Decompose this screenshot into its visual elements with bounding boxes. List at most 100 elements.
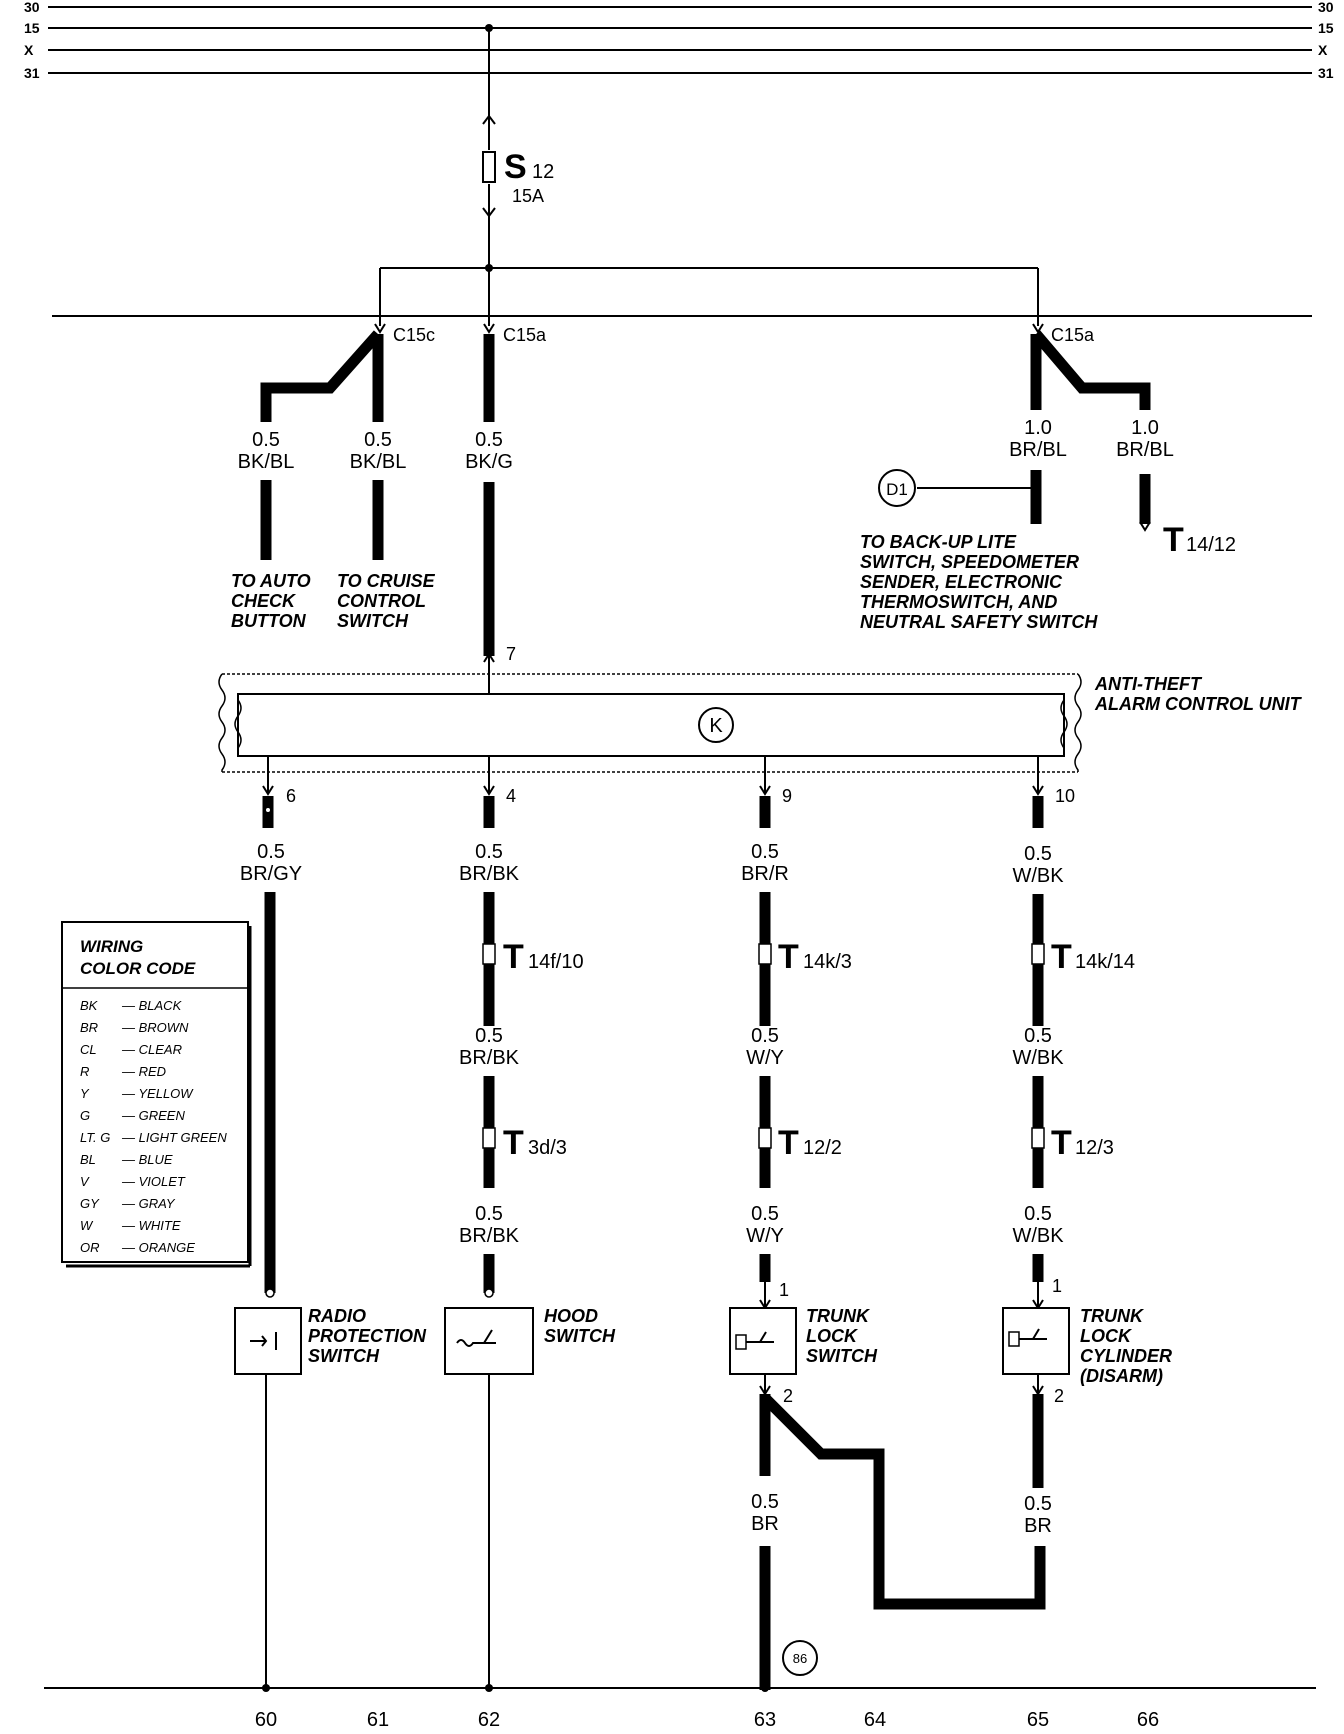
col65-c2-sub: 12/3: [1075, 1137, 1114, 1159]
legend-color-name: — BROWN: [121, 1020, 189, 1035]
trunk-cyl-label-line3: CYLINDER: [1080, 1346, 1172, 1366]
cu-pin-7: 7: [506, 644, 516, 664]
fuse-rating: 15A: [512, 186, 544, 206]
connector-c15a-right: C15a: [1051, 325, 1095, 345]
col60-color: BR/GY: [240, 863, 302, 885]
splice-distribution: C15c C15a C15a: [52, 264, 1312, 345]
dest-auto-line2: CHECK: [231, 591, 297, 611]
wire-label-auto-color: BK/BL: [238, 451, 295, 473]
legend-color-name: — VIOLET: [121, 1174, 186, 1189]
control-unit: 7 K ANTI-THEFT ALARM CONTROL UNIT 6 4 9 …: [218, 644, 1303, 806]
legend-code: Y: [80, 1086, 90, 1101]
legend-code: GY: [80, 1196, 100, 1211]
dest-backup-line4: THERMOSWITCH, AND: [860, 592, 1057, 612]
trunk-switch-label-line1: TRUNK: [806, 1306, 871, 1326]
top-wires: 0.5 BK/BL 0.5 BK/BL 0.5 BK/G 1.0 BR/BL 1…: [238, 330, 1236, 656]
grid-number: 61: [367, 1709, 389, 1731]
radio-protection-switch-icon: [234, 1307, 302, 1375]
grid-number: 65: [1027, 1709, 1049, 1731]
wire-label-t14-color: BR/BL: [1116, 439, 1174, 461]
cu-pin-6: 6: [286, 786, 296, 806]
col63-connector2-icon: [758, 1127, 772, 1149]
fuse-letter: S: [504, 148, 527, 186]
col65-w2-gauge: 0.5: [1024, 1025, 1052, 1047]
trunk-cyl-label-line1: TRUNK: [1080, 1306, 1145, 1326]
col62-c1-sub: 14f/10: [528, 951, 584, 973]
col63-w4-gauge: 0.5: [751, 1491, 779, 1513]
wire-label-backup-gauge: 1.0: [1024, 417, 1052, 439]
legend-code: BL: [80, 1152, 96, 1167]
col60-gauge: 0.5: [257, 841, 285, 863]
fuse-s12: S 12 15A: [482, 28, 554, 268]
radio-label-line2: PROTECTION: [308, 1326, 427, 1346]
cu-pin-4: 4: [506, 786, 516, 806]
legend-color-name: — LIGHT GREEN: [121, 1130, 227, 1145]
grid-number: 64: [864, 1709, 886, 1731]
col62-w1-color: BR/BK: [459, 863, 520, 885]
legend-code: BK: [80, 998, 99, 1013]
wire-label-t14-gauge: 1.0: [1131, 417, 1159, 439]
col63-pin1: 1: [779, 1280, 789, 1300]
legend-color-name: — GRAY: [121, 1196, 176, 1211]
dest-backup-line5: NEUTRAL SAFETY SWITCH: [860, 612, 1098, 632]
dest-backup-line1: TO BACK-UP LITE: [860, 532, 1017, 552]
col63-pin2: 2: [783, 1386, 793, 1406]
legend-color-name: — ORANGE: [121, 1240, 195, 1255]
fuse-icon: [482, 151, 496, 183]
col65-connector2-icon: [1031, 1127, 1045, 1149]
cu-pin-9: 9: [782, 786, 792, 806]
col63-c1-letter: T: [778, 938, 799, 976]
legend-code: CL: [80, 1042, 97, 1057]
col63-w3-gauge: 0.5: [751, 1203, 779, 1225]
legend-color-name: — BLUE: [121, 1152, 173, 1167]
col63-c2-sub: 12/2: [803, 1137, 842, 1159]
grid-number: 62: [478, 1709, 500, 1731]
dest-auto-line1: TO AUTO: [231, 571, 311, 591]
legend-title-line1: WIRING: [80, 937, 143, 956]
dest-backup-line3: SENDER, ELECTRONIC: [860, 572, 1063, 592]
col65-w3-color: W/BK: [1012, 1225, 1064, 1247]
col62-w3-color: BR/BK: [459, 1225, 520, 1247]
col65-pin2: 2: [1054, 1386, 1064, 1406]
trunk-switch-label-line3: SWITCH: [806, 1346, 878, 1366]
column-60: 0.5 BR/GY RADIO PROTECTION SWITCH: [234, 796, 427, 1686]
dest-cruise-line1: TO CRUISE: [337, 571, 436, 591]
ground-86-label: 86: [793, 1651, 807, 1666]
col65-w4-gauge: 0.5: [1024, 1493, 1052, 1515]
dest-cruise-line2: CONTROL: [337, 591, 426, 611]
bus-label-right-15: 15: [1318, 20, 1334, 36]
col65-w4-color: BR: [1024, 1515, 1052, 1537]
control-unit-box: [237, 693, 1065, 757]
legend-code: G: [80, 1108, 90, 1123]
col62-w1-gauge: 0.5: [475, 841, 503, 863]
col63-c2-letter: T: [778, 1124, 799, 1162]
col62-connector1-icon: [482, 943, 496, 965]
column-65: 0.5 W/BK T 14k/14 0.5 W/BK T 12/3 0.5 W/…: [1002, 796, 1172, 1537]
t14-12-sub: 14/12: [1186, 534, 1236, 556]
col62-w2-color: BR/BK: [459, 1047, 520, 1069]
bus-lines: 30 15 X 31 30 15 X 31: [24, 0, 1334, 81]
legend-code: LT. G: [80, 1130, 110, 1145]
bus-label-left-15: 15: [24, 20, 40, 36]
trunk-cyl-label-line2: LOCK: [1080, 1326, 1133, 1346]
col62-c1-letter: T: [503, 938, 524, 976]
bus-label-right-x: X: [1318, 42, 1328, 58]
legend-title-line2: COLOR CODE: [80, 959, 196, 978]
col62-w2-gauge: 0.5: [475, 1025, 503, 1047]
grid-number: 63: [754, 1709, 776, 1731]
wire-label-center-gauge: 0.5: [475, 429, 503, 451]
col65-pin1: 1: [1052, 1276, 1062, 1296]
destination-labels: TO AUTO CHECK BUTTON TO CRUISE CONTROL S…: [231, 532, 1098, 632]
bus-label-right-31: 31: [1318, 65, 1334, 81]
legend-color-name: — RED: [121, 1064, 166, 1079]
radio-label-line1: RADIO: [308, 1306, 366, 1326]
legend-code: V: [80, 1174, 90, 1189]
k-symbol-icon: [698, 707, 734, 743]
bus-label-left-x: X: [24, 42, 34, 58]
trunk-cyl-label-line4: (DISARM): [1080, 1366, 1163, 1386]
legend-code: OR: [80, 1240, 100, 1255]
col63-w3-color: W/Y: [746, 1225, 784, 1247]
ground-d1-label: D1: [886, 480, 908, 499]
